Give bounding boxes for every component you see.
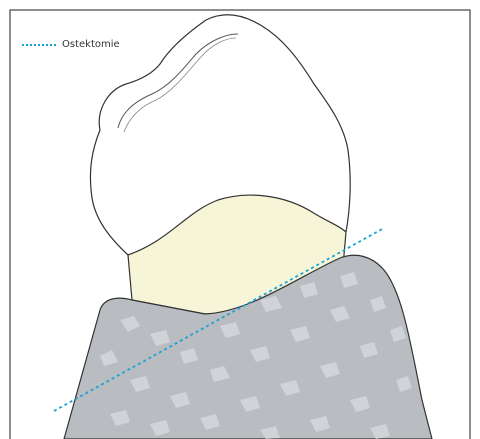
legend: Ostektomie: [22, 39, 120, 50]
legend-label-ostektomie: Ostektomie: [62, 39, 120, 50]
dotted-line-icon: [22, 44, 56, 46]
